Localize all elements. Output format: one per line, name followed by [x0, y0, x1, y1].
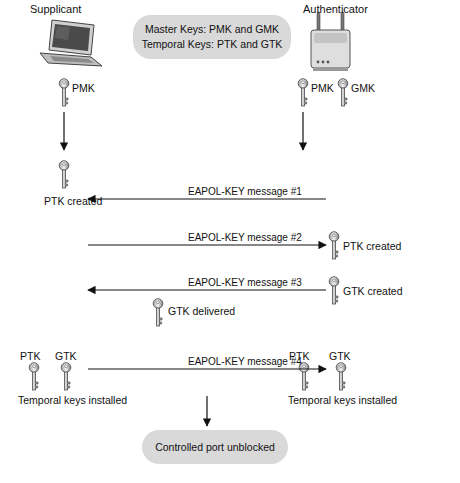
- box-text: Master Keys: PMK and GMK: [145, 22, 279, 37]
- box-text: Controlled port unblocked: [155, 440, 275, 455]
- result-box: Controlled port unblocked: [142, 430, 288, 464]
- message-arrow: [88, 198, 326, 199]
- message-label: EAPOL-KEY message #3: [188, 277, 302, 289]
- step-note: Temporal keys installed: [288, 394, 397, 406]
- key-icon: [338, 79, 348, 106]
- key-icon: [29, 363, 39, 390]
- key-icon: [329, 232, 339, 259]
- flow-arrow: [302, 112, 303, 150]
- key-name: PTK: [20, 350, 40, 362]
- key-name: GTK: [55, 350, 77, 362]
- key-icon: [329, 277, 339, 304]
- laptop-illustration: [40, 20, 102, 66]
- key-name: GTK: [329, 350, 351, 362]
- box-text: Temporal Keys: PTK and GTK: [142, 37, 283, 52]
- access-point-illustration: [311, 12, 350, 71]
- key-icon: [59, 79, 69, 106]
- flow-arrow: [63, 112, 64, 150]
- key-name: GMK: [351, 82, 375, 94]
- key-icon: [59, 161, 69, 188]
- actor-name: Authenticator: [303, 3, 368, 15]
- flow-arrow: [206, 396, 207, 426]
- actor-name: Supplicant: [30, 3, 81, 15]
- key-icon: [61, 363, 71, 390]
- message-arrow: [88, 368, 326, 369]
- step-note: Temporal keys installed: [18, 394, 127, 406]
- key-icon: [153, 299, 163, 326]
- step-note: GTK delivered: [168, 305, 235, 317]
- key-name: PMK: [311, 82, 334, 94]
- key-name: PMK: [72, 82, 95, 94]
- message-arrow: [88, 244, 326, 245]
- key-icon: [336, 363, 346, 390]
- summary-box: Master Keys: PMK and GMKTemporal Keys: P…: [133, 15, 291, 59]
- message-label: EAPOL-KEY message #4: [188, 356, 302, 368]
- message-arrow: [88, 289, 326, 290]
- key-icon: [298, 79, 308, 106]
- step-note: PTK created: [44, 195, 102, 207]
- message-label: EAPOL-KEY message #2: [188, 232, 302, 244]
- message-label: EAPOL-KEY message #1: [188, 186, 302, 198]
- step-note: GTK created: [343, 285, 403, 297]
- step-note: PTK created: [343, 240, 401, 252]
